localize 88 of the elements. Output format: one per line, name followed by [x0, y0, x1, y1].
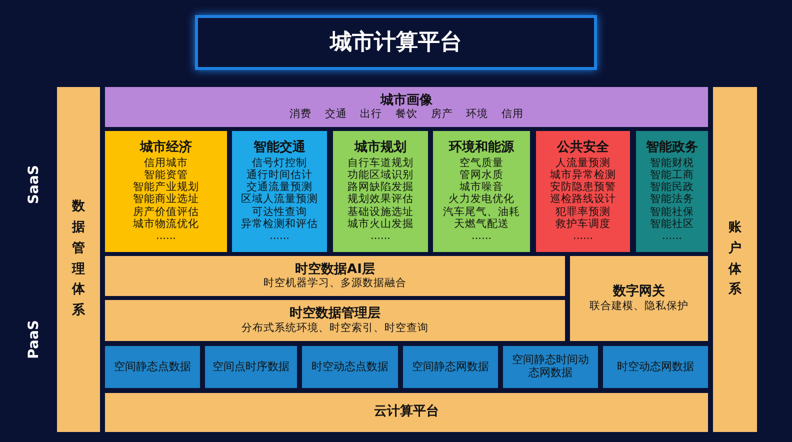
- panel-title: 智能交通: [254, 141, 306, 156]
- list-item: 智能财税: [650, 157, 694, 170]
- panel-title: 数字网关: [613, 285, 665, 300]
- application-card: [433, 131, 530, 252]
- panel-title: 数据管理体系: [72, 198, 86, 320]
- list-item: 智能商业选址: [133, 193, 199, 206]
- list-item: ......: [471, 230, 492, 242]
- layer-panel: [105, 300, 565, 341]
- list-item: 空气质量: [460, 157, 504, 170]
- list-item: 人流量预测: [556, 157, 610, 170]
- data-type-box: [205, 346, 297, 388]
- side-panel: [713, 87, 757, 432]
- list-item: 路网缺陷发掘: [348, 181, 414, 194]
- panel-title: 账户体系: [728, 218, 742, 300]
- list-item: 巡检路线设计: [550, 193, 616, 206]
- list-item: 犯罪率预测: [556, 206, 610, 218]
- data-type-box: [302, 346, 398, 388]
- subtitle: 联合建模、隐私保护: [590, 300, 688, 312]
- tier-label: PaaS: [26, 320, 42, 359]
- data-type-text: 空间静态时间动态网数据: [511, 354, 590, 380]
- panel-title: 城市规划: [354, 141, 406, 156]
- list-item: 自行车道规划: [348, 157, 414, 170]
- list-item: 可达性查询: [252, 206, 307, 218]
- layer-panel: [105, 256, 565, 296]
- application-card: [636, 131, 708, 252]
- list-item: 火力发电优化: [448, 193, 514, 206]
- subtitle: 时空机器学习、多源数据融合: [264, 277, 406, 290]
- side-panel: [57, 87, 100, 432]
- list-item: 智能民政: [650, 181, 694, 194]
- layer-panel: [570, 256, 708, 341]
- list-item: 安防隐患预警: [550, 181, 616, 194]
- panel-title: 城市画像: [380, 94, 432, 108]
- title-box: [195, 15, 597, 70]
- list-item: 基础设施选址: [348, 206, 414, 218]
- list-item: 救护车调度: [556, 218, 610, 230]
- data-type-text: 空间静态网数据: [411, 360, 490, 374]
- tier-label: SaaS: [26, 165, 42, 204]
- panel-title: 环境和能源: [449, 141, 514, 156]
- list-item: 智能社区: [650, 218, 694, 230]
- data-type-box: [603, 346, 708, 388]
- list-item: ......: [662, 230, 682, 242]
- application-card: [232, 131, 327, 252]
- list-item: 异常检测和评估: [241, 218, 318, 230]
- layer-panel: [105, 393, 708, 432]
- list-item: 城市物流优化: [133, 218, 199, 230]
- list-item: 信号灯控制: [252, 157, 307, 170]
- list-item: 汽车尾气、油耗: [443, 206, 520, 218]
- panel-title: 智能政务: [646, 141, 698, 156]
- subtitle: 消费 交通 出行 餐饮 房产 环境 信用: [289, 108, 524, 120]
- panel-title: 城市经济: [140, 141, 192, 156]
- list-item: 智能工商: [650, 169, 694, 182]
- list-item: ......: [156, 230, 176, 242]
- panel-title: 公共安全: [557, 141, 609, 156]
- list-item: 城市噪音: [460, 181, 504, 194]
- layer-panel: [105, 87, 708, 127]
- list-item: 交通流量预测: [246, 181, 312, 194]
- data-type-box: [503, 346, 598, 388]
- application-card: [105, 131, 227, 252]
- data-type-text: 时空动态网数据: [616, 360, 695, 374]
- data-type-box: [105, 346, 200, 388]
- list-item: 通行时间估计: [246, 169, 312, 182]
- subtitle: 分布式系统环境、时空索引、时空查询: [242, 322, 428, 334]
- panel-title: 时空数据AI层: [295, 262, 375, 278]
- list-item: 智能社保: [650, 206, 694, 218]
- list-item: ......: [572, 230, 594, 242]
- data-type-text: 空间点时序数据: [212, 360, 290, 374]
- list-item: 城市异常检测: [550, 169, 616, 182]
- list-item: 天燃气配送: [454, 218, 509, 230]
- list-item: 智能资管: [144, 169, 188, 182]
- list-item: ......: [269, 230, 290, 242]
- list-item: 规划效果评估: [348, 193, 414, 206]
- list-item: 功能区域识别: [348, 169, 414, 182]
- list-item: 区域人流量预测: [241, 193, 318, 206]
- panel-title: 云计算平台: [374, 405, 439, 420]
- list-item: 智能产业规划: [133, 181, 199, 194]
- list-item: 房产价值评估: [133, 206, 199, 218]
- panel-title: 时空数据管理层: [290, 307, 380, 322]
- heading: 城市计算平台: [330, 30, 462, 56]
- application-card: [536, 131, 630, 252]
- list-item: 信用城市: [144, 157, 188, 170]
- application-card: [333, 131, 428, 252]
- list-item: ......: [370, 230, 391, 242]
- data-type-text: 时空动态点数据: [310, 360, 390, 374]
- data-type-text: 空间静态点数据: [113, 360, 192, 374]
- list-item: 城市火山发掘: [348, 218, 414, 230]
- data-type-box: [403, 346, 498, 388]
- list-item: 智能法务: [650, 193, 694, 206]
- list-item: 管网水质: [460, 169, 504, 182]
